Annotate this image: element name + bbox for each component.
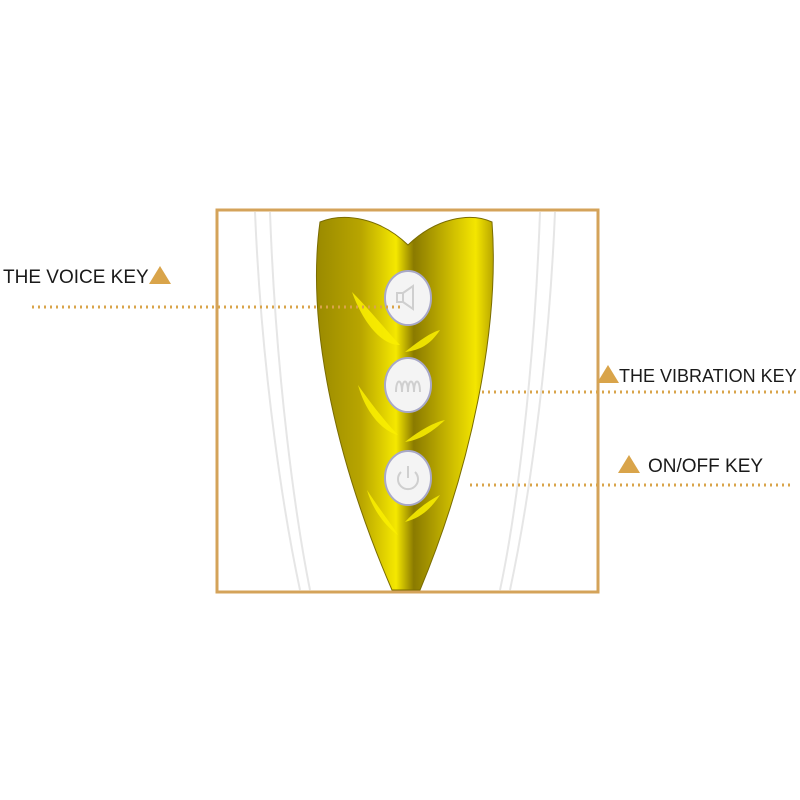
triangle-marker-icon	[148, 266, 171, 284]
triangle-marker-icon	[597, 365, 619, 383]
vibration-key-button[interactable]	[384, 357, 432, 413]
voice-key-button[interactable]	[384, 270, 432, 326]
triangle-marker-icon	[618, 455, 640, 473]
vibration-icon	[395, 380, 421, 393]
onoff-key-text: ON/OFF KEY	[648, 456, 764, 477]
highlight-frame	[215, 208, 600, 594]
vibration-key-text: THE VIBRATION KEY	[619, 366, 797, 386]
onoff-key-label: ON/OFF KEY	[618, 455, 763, 478]
voice-key-text: THE VOICE KEY	[3, 267, 149, 288]
speaker-icon	[396, 284, 414, 311]
device-body	[254, 211, 556, 591]
power-icon	[397, 466, 419, 491]
onoff-key-button[interactable]	[384, 450, 432, 506]
vibration-key-label: THE VIBRATION KEY	[597, 365, 797, 388]
panel-highlights	[352, 292, 445, 535]
leader-lines	[32, 305, 800, 487]
voice-key-label: THE VOICE KEY	[3, 266, 171, 289]
